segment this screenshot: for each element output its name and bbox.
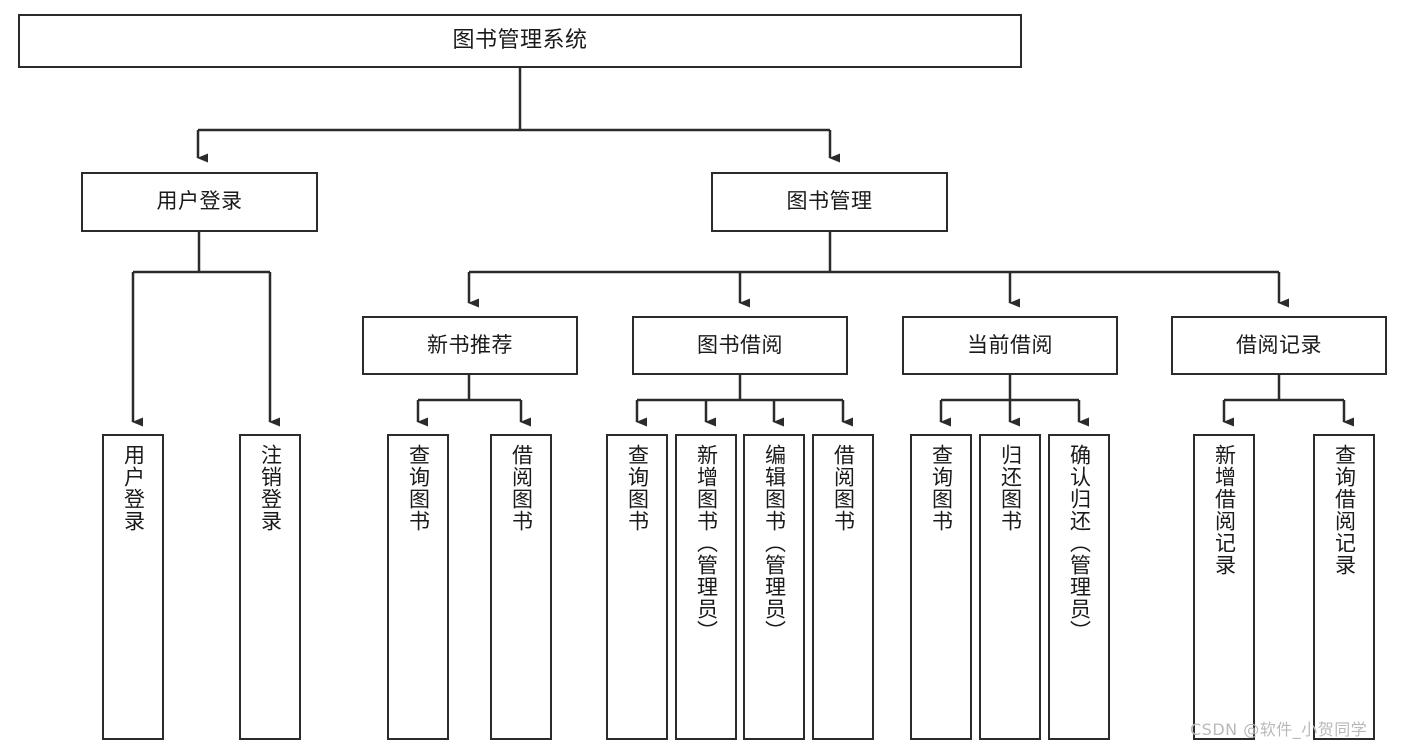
node-label: 查询图书	[406, 444, 431, 532]
node-label: 借阅图书	[509, 444, 534, 532]
node-label: 新增借阅记录	[1212, 444, 1237, 576]
leaf-recommend-query-book[interactable]: 查询图书	[387, 434, 449, 740]
node-label: 查询图书	[625, 444, 650, 532]
node-current-borrow[interactable]: 当前借阅	[902, 316, 1118, 375]
leaf-record-add-record[interactable]: 新增借阅记录	[1193, 434, 1255, 740]
node-borrow-record[interactable]: 借阅记录	[1171, 316, 1387, 375]
leaf-recommend-borrow-book[interactable]: 借阅图书	[490, 434, 552, 740]
node-label: 归还图书	[998, 444, 1023, 532]
node-label: 用户登录	[156, 189, 243, 214]
leaf-current-return-book[interactable]: 归还图书	[979, 434, 1041, 740]
node-label: 当前借阅	[967, 332, 1053, 357]
node-label: 图书管理	[786, 189, 873, 214]
node-user-login[interactable]: 用户登录	[81, 172, 318, 232]
leaf-borrow-edit-book[interactable]: 编辑图书（管理员）	[743, 434, 805, 740]
leaf-borrow-add-book[interactable]: 新增图书（管理员）	[675, 434, 737, 740]
node-new-book-recommend[interactable]: 新书推荐	[362, 316, 578, 375]
node-label: 借阅记录	[1236, 332, 1322, 357]
node-book-management[interactable]: 图书管理	[711, 172, 948, 232]
node-label: 注销登录	[258, 444, 283, 532]
node-label: 图书借阅	[697, 332, 783, 357]
node-label: 新增图书（管理员）	[694, 444, 719, 642]
leaf-user-login-logout[interactable]: 注销登录	[239, 434, 301, 740]
node-label: 新书推荐	[427, 332, 513, 357]
node-label: 编辑图书（管理员）	[762, 444, 787, 642]
leaf-borrow-borrow-book[interactable]: 借阅图书	[812, 434, 874, 740]
node-book-borrow[interactable]: 图书借阅	[632, 316, 848, 375]
node-label: 查询图书	[929, 444, 954, 532]
node-label: 借阅图书	[831, 444, 856, 532]
leaf-current-query-book[interactable]: 查询图书	[910, 434, 972, 740]
node-label: 图书管理系统	[452, 27, 588, 53]
node-root-system[interactable]: 图书管理系统	[18, 14, 1022, 68]
watermark-text: CSDN @软件_小贺同学	[1190, 720, 1368, 739]
leaf-borrow-query-book[interactable]: 查询图书	[606, 434, 668, 740]
leaf-user-login-login[interactable]: 用户登录	[102, 434, 164, 740]
leaf-current-confirm-return[interactable]: 确认归还（管理员）	[1048, 434, 1110, 740]
node-label: 查询借阅记录	[1332, 444, 1357, 576]
node-label: 确认归还（管理员）	[1067, 444, 1092, 642]
leaf-record-query-record[interactable]: 查询借阅记录	[1313, 434, 1375, 740]
node-label: 用户登录	[121, 444, 146, 532]
